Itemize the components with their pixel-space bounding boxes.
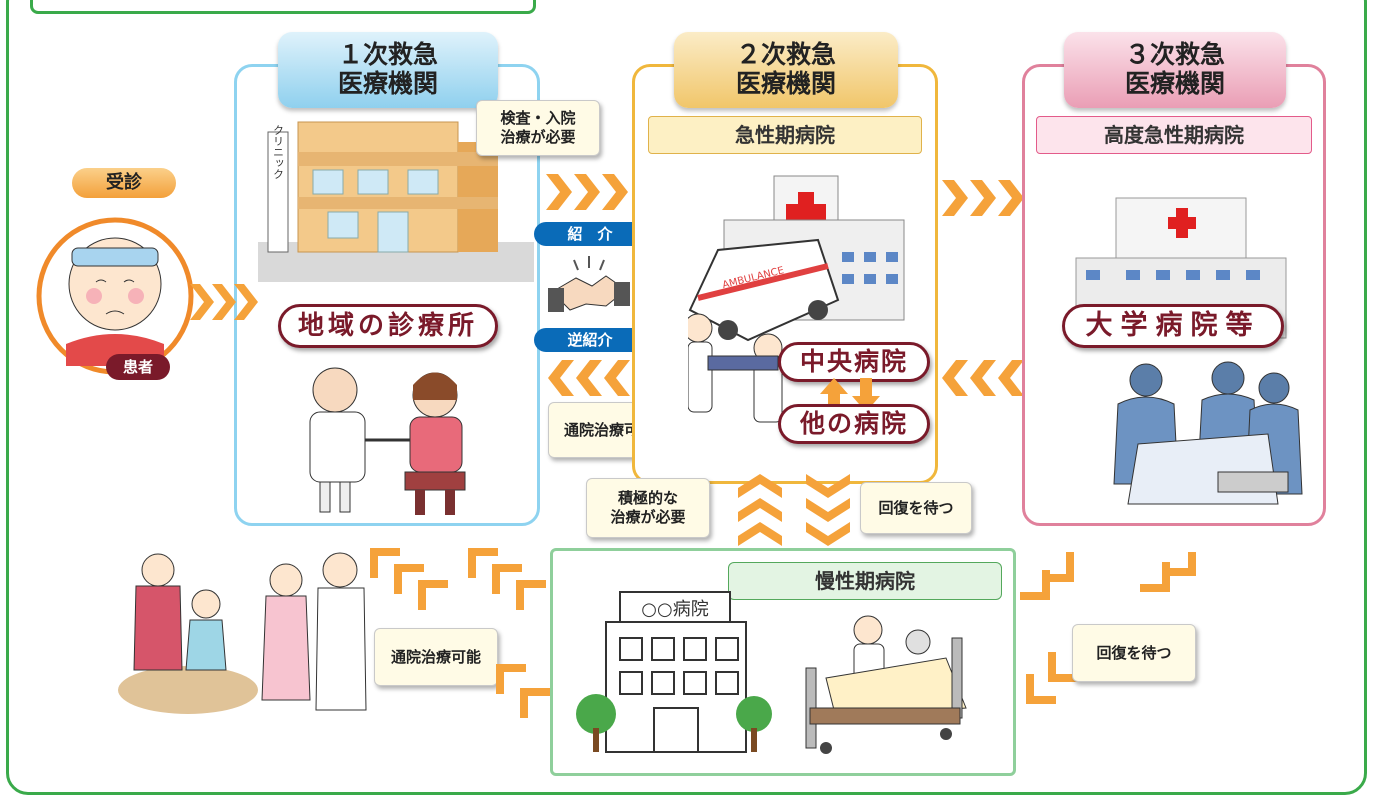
outer-frame [6,0,1367,795]
chronic-hospital-sign: ○○病院 [641,599,708,620]
nursing-bed-illustration [805,615,967,754]
visit-label: 受診 [72,168,176,198]
chronic-hospital-building-illustration: ○○病院 [576,591,772,753]
reverse-referral-pill: 逆紹介 [534,328,646,352]
primary-header: １次救急 医療機関 [278,32,498,108]
clinic-sign-text: クリニック [272,124,285,179]
patient-illustration [36,217,194,375]
wait-recovery-note-center: 回復を待つ [860,482,972,534]
tertiary-subheader: 高度急性期病院 [1036,116,1312,154]
referral-pill: 紹 介 [534,222,646,246]
patient-label: 患者 [106,354,170,380]
tertiary-header: ３次救急 医療機関 [1064,32,1286,108]
secondary-header-line1: ２次救急 [735,40,836,69]
arrow-to-primary [548,360,630,396]
arrow-to-secondary-from-chronic [738,474,782,546]
arrow-from-tertiary [942,360,1024,396]
surgery-team-illustration [1113,361,1303,505]
clinic-building-illustration: クリニック [258,121,534,282]
exam-admission-note: 検査・入院 治療が必要 [476,100,600,156]
secondary-subheader: 急性期病院 [648,116,922,154]
primary-facility-label: 地域の診療所 [278,304,498,348]
other-hospital-label: 他の病院 [778,404,930,444]
secondary-header-line2: 医療機関 [735,69,836,98]
doctor-patient-illustration [309,367,466,515]
wait-recovery-note-right: 回復を待つ [1072,624,1196,682]
arrows-chronic-to-home-right [1020,552,1196,704]
primary-header-line1: １次救急 [337,40,438,69]
arrow-to-tertiary [942,180,1024,216]
secondary-header: ２次救急 医療機関 [674,32,898,108]
arrow-to-secondary [546,174,628,210]
tertiary-facility-label: 大学病院等 [1062,304,1284,348]
up-down-arrows [820,378,880,412]
arrows-chronic-to-outpatient-upper [370,548,546,610]
chronic-subheader: 慢性期病院 [728,562,1002,600]
family-doctors-illustration [118,552,367,714]
arrows-chronic-to-outpatient-lower [496,664,550,718]
tertiary-header-line1: ３次救急 [1124,40,1225,69]
handshake-icon [548,256,630,312]
central-hospital-label: 中央病院 [778,342,930,382]
arrow-patient-to-primary [190,284,258,320]
active-treatment-note: 積極的な 治療が必要 [586,478,710,538]
acute-hospital-illustration: AMBULANCE [688,175,905,423]
primary-header-line2: 医療機関 [337,69,438,98]
outpatient-ok-note-bottom: 通院治療可能 [374,628,498,686]
arrow-to-chronic [806,474,850,546]
tertiary-header-line2: 医療機関 [1124,69,1225,98]
top-title-box [30,0,536,14]
